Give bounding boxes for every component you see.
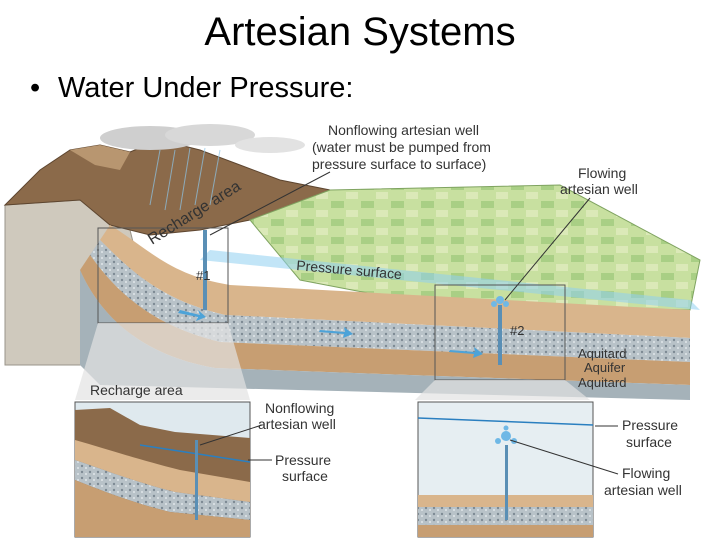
flowing-label-line2: artesian well bbox=[560, 181, 638, 197]
aquifer-layer bbox=[90, 240, 690, 362]
flowing-label-line1: Flowing bbox=[578, 165, 626, 181]
right-inset-fountain-icon bbox=[495, 425, 517, 444]
right-projection-cone bbox=[415, 380, 590, 400]
left-inset-aquifer bbox=[75, 460, 250, 520]
well-1-pipe bbox=[203, 230, 207, 310]
left-projection-cone bbox=[75, 323, 250, 400]
fountain-icon bbox=[491, 296, 509, 307]
right-inset-pressure-line bbox=[417, 417, 594, 426]
bullet-dot: • bbox=[30, 72, 41, 104]
slide-title: Artesian Systems bbox=[204, 10, 516, 54]
well-2-label: #2 bbox=[510, 323, 524, 338]
aquitard-top-label: Aquitard bbox=[578, 346, 626, 361]
right-inset-pressure-line1: Pressure bbox=[622, 417, 678, 433]
left-inset-nonflowing-leader bbox=[199, 424, 263, 446]
mountain-highlight bbox=[70, 145, 130, 170]
rain-streaks bbox=[149, 147, 221, 211]
left-inset-nonflowing-line1: Nonflowing bbox=[265, 400, 334, 416]
right-inset-flowing-leader bbox=[509, 439, 619, 475]
right-inset-flowing-line1: Flowing bbox=[622, 465, 670, 481]
aquitard-upper-layer bbox=[100, 225, 690, 338]
nonflowing-label-line1: Nonflowing artesian well bbox=[328, 122, 479, 138]
right-inset-flowing-line2: artesian well bbox=[604, 482, 682, 498]
right-inset-lower bbox=[418, 525, 593, 537]
bullet-item: • Water Under Pressure: bbox=[30, 70, 353, 106]
bullet-text: Water Under Pressure: bbox=[58, 72, 354, 104]
flowing-leader bbox=[504, 197, 591, 301]
right-inset-pressure-line2: surface bbox=[626, 434, 672, 450]
left-inset-lower bbox=[75, 480, 250, 537]
left-inset-recharge-label: Recharge area bbox=[90, 382, 183, 398]
left-inset-well bbox=[195, 440, 198, 520]
nonflowing-leader bbox=[209, 171, 331, 236]
flow-arrows bbox=[178, 310, 483, 358]
well-1-label: #1 bbox=[196, 268, 210, 283]
left-inset-nonflowing-line2: artesian well bbox=[258, 416, 336, 432]
nonflowing-label-line3: pressure surface to surface) bbox=[312, 156, 486, 172]
nonflowing-label-line2: (water must be pumped from bbox=[312, 139, 491, 155]
cloud-icon bbox=[100, 124, 305, 153]
left-inset-pressure-line1: Pressure bbox=[275, 452, 331, 468]
pressure-surface-plane bbox=[200, 250, 700, 310]
aquifer-label: Aquifer bbox=[584, 360, 626, 375]
right-inset bbox=[417, 401, 594, 538]
lower-aquifer-layer bbox=[80, 270, 690, 400]
left-inset bbox=[74, 401, 251, 538]
left-inset-aquitard bbox=[75, 440, 250, 502]
artesian-diagram: Recharge area Nonflowing artesian well (… bbox=[3, 122, 701, 538]
left-inset-pressure-line2: surface bbox=[282, 468, 328, 484]
right-inset-well bbox=[505, 445, 508, 520]
well-2-pipe bbox=[498, 305, 502, 365]
aquitard-bottom-label: Aquitard bbox=[578, 375, 626, 390]
